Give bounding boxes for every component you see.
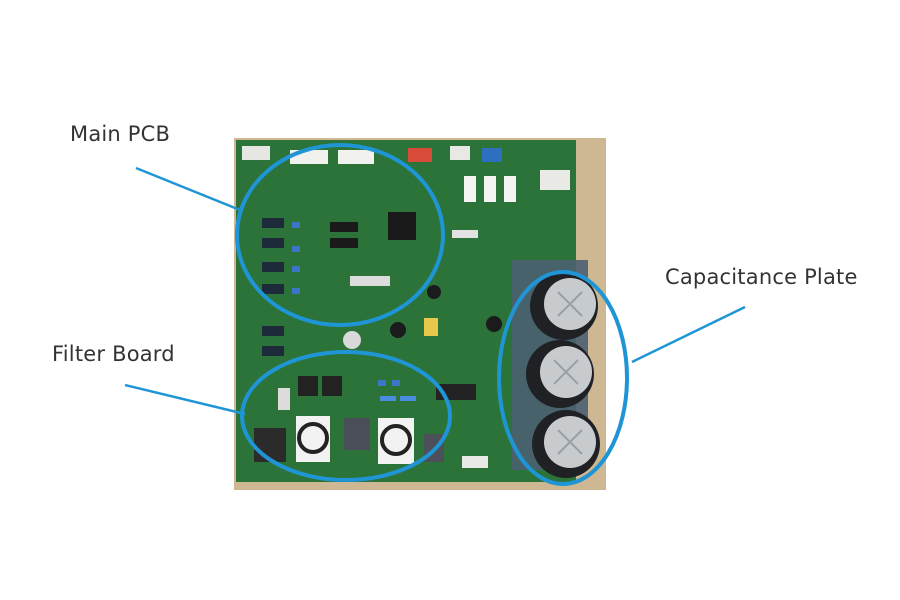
capacitance-plate-callout-ellipse	[497, 270, 629, 486]
heatsink-plate	[278, 388, 290, 410]
resistor-blue	[400, 396, 416, 401]
relay	[464, 176, 476, 202]
main-pcb-label: Main PCB	[70, 122, 171, 146]
capacitor-small	[486, 316, 502, 332]
electrolytic-capacitor	[526, 340, 594, 408]
chip	[330, 222, 358, 232]
filter-board-leader-line	[124, 383, 246, 416]
connector	[482, 148, 502, 162]
connector	[242, 146, 270, 160]
electrolytic-capacitor	[530, 272, 598, 340]
transistor-column	[262, 218, 284, 356]
filter-board-label: Filter Board	[52, 342, 175, 366]
capacitor-blue-small	[292, 222, 400, 386]
relay-dark	[298, 376, 318, 396]
capacitor-small	[427, 285, 441, 299]
choke-block	[254, 428, 286, 462]
connector	[408, 148, 432, 162]
connector	[338, 150, 374, 164]
capacitance-plate-label: Capacitance Plate	[665, 265, 858, 289]
capacitor-yellow	[424, 318, 438, 336]
main-pcb-leader-line	[135, 166, 241, 212]
resistor-blue	[380, 396, 396, 401]
inductor-coil	[296, 416, 330, 462]
relay	[484, 176, 496, 202]
relay-dark	[322, 376, 342, 396]
connector	[540, 170, 570, 190]
capacitor-small	[343, 331, 361, 349]
capacitor-small	[390, 322, 406, 338]
electrolytic-capacitor	[532, 410, 600, 478]
choke-block	[344, 418, 370, 450]
inductor-coil	[378, 418, 414, 464]
filter-board-callout-ellipse	[240, 350, 452, 482]
connector	[450, 146, 470, 160]
chip	[388, 212, 416, 240]
chip	[452, 230, 478, 238]
relay	[504, 176, 516, 202]
capacitance-plate-leader-line	[631, 305, 746, 364]
main-pcb-callout-ellipse	[235, 143, 445, 327]
terminal-white	[462, 456, 488, 468]
chip	[350, 276, 390, 286]
chip	[330, 238, 358, 248]
